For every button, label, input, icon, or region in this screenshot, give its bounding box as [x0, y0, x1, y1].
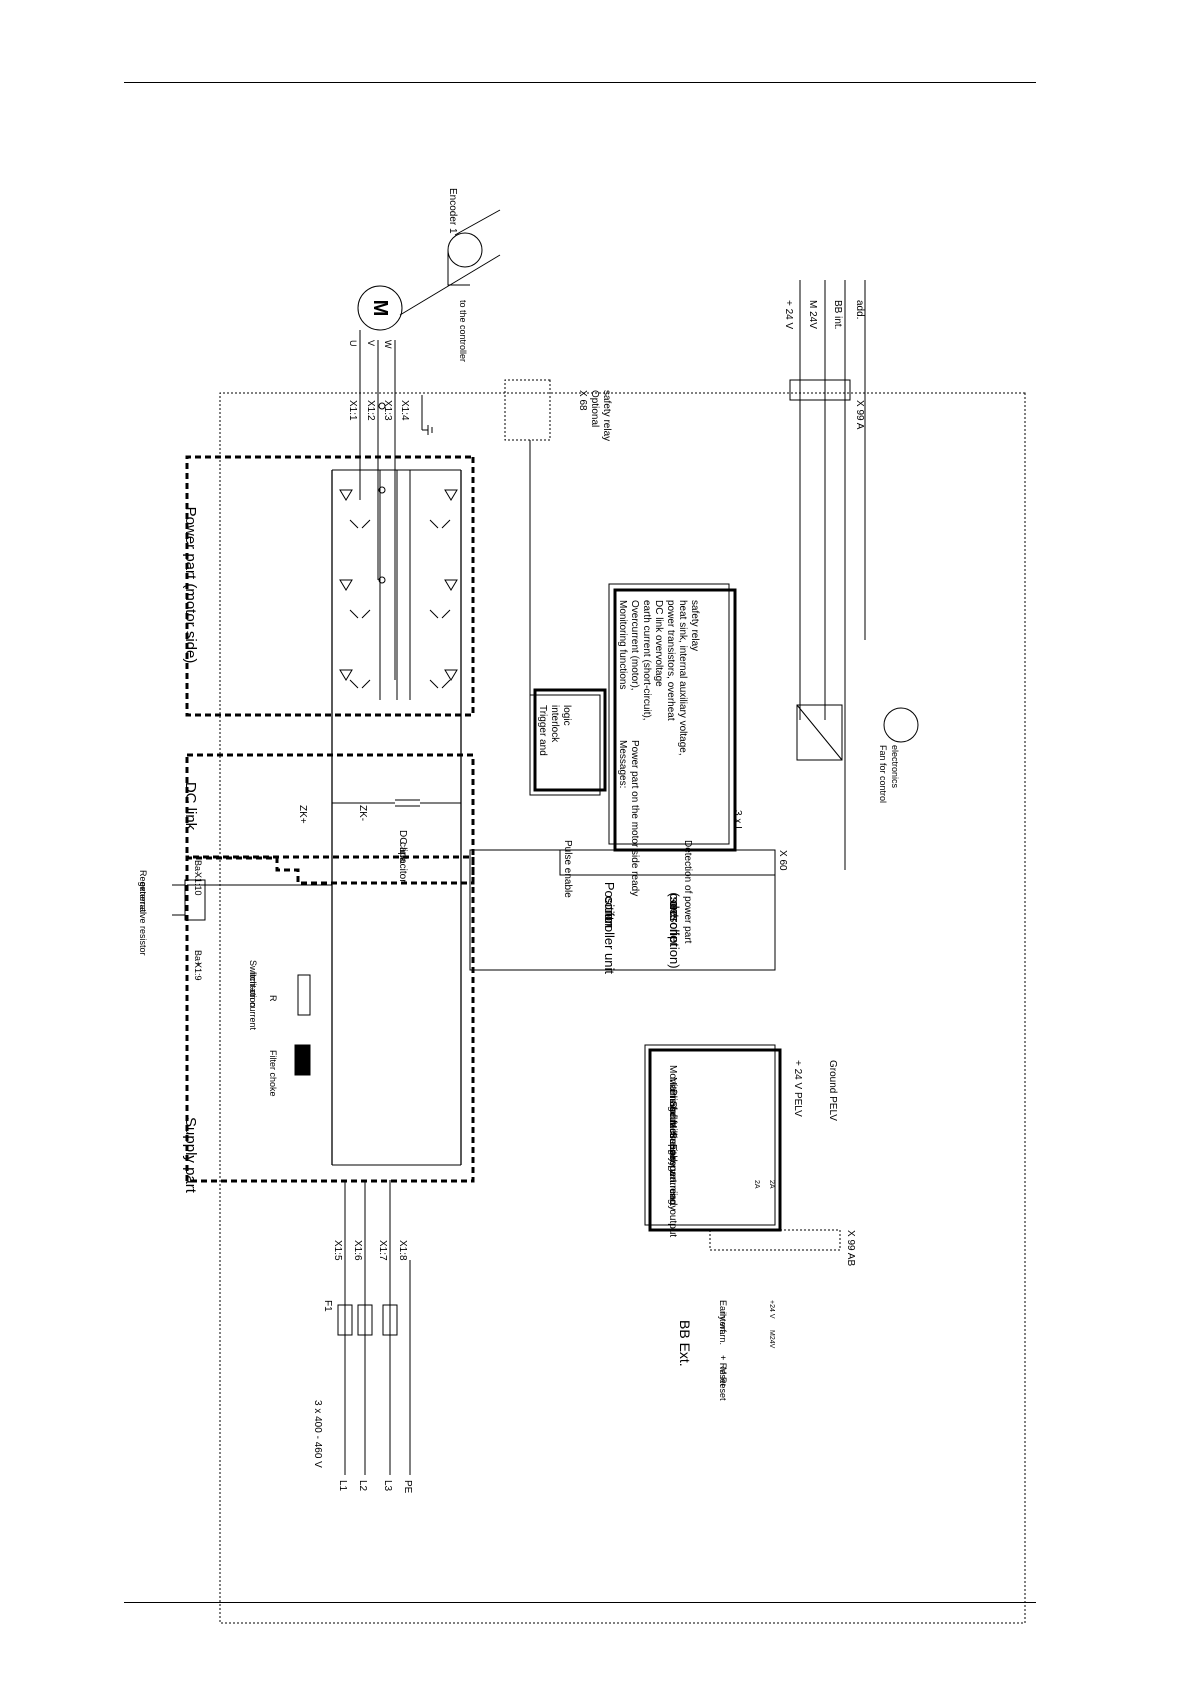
- term-x1-4: X1:4: [399, 400, 410, 421]
- ground-pelv: Ground PELV: [827, 1060, 838, 1121]
- term-x1-5: X1:5: [332, 1240, 343, 1261]
- regen-label-1: Regenerative resistor: [138, 870, 148, 956]
- l2: L2: [357, 1480, 368, 1492]
- sup-mon-title: Monitoring functions: [667, 1065, 678, 1155]
- x60-label: X 60: [777, 850, 788, 871]
- dc-link-title: DC link: [182, 782, 199, 831]
- encoder-label: Encoder 1: [447, 188, 458, 234]
- fan-label-1: Fan for control: [878, 745, 888, 803]
- switch-on-2: limitation: [248, 972, 258, 1008]
- power-part-box: [185, 455, 475, 717]
- x99ab-label: X 99 AB: [845, 1230, 856, 1266]
- filter-choke: Filter choke: [268, 1050, 278, 1097]
- mon-item-4: power transistors, overheat: [665, 600, 676, 721]
- mon-item-6: safety relay: [689, 600, 700, 651]
- unit-outline: [219, 392, 1026, 1624]
- sup-msg-title: Messages: [667, 1120, 678, 1166]
- term-x1-1: X1:1: [347, 400, 358, 421]
- phase-w: W: [383, 340, 393, 349]
- i-ist-label: 3 x I: [732, 810, 743, 829]
- trigger-2: interlock: [549, 705, 560, 743]
- reset-plus: + Reset: [718, 1355, 728, 1387]
- sup-mon-2: Phase failure: [667, 1089, 678, 1148]
- term-x1-8: X1:8: [397, 1240, 408, 1261]
- detection-label: Detection of power part: [682, 840, 693, 944]
- l3: L3: [382, 1480, 393, 1492]
- zk-plus: ZK+: [297, 805, 308, 824]
- rail-bb-int: BB int.: [832, 300, 843, 329]
- amp-2a-2: 2A: [768, 1180, 775, 1189]
- mon-title: Monitoring functions: [617, 600, 628, 690]
- pulse-enable: Pulse enable: [562, 840, 573, 898]
- position-4: (see: [667, 892, 682, 917]
- dc-link-cap-2: capacitor: [397, 842, 408, 883]
- pelv-24: + 24 V PELV: [792, 1060, 803, 1117]
- mains-label: 3 x 400 - 460 V: [312, 1400, 323, 1468]
- safety-relay-label: safety relay: [601, 390, 612, 441]
- mon-item-2: earth current (short-circuit),: [641, 600, 652, 721]
- msg-title: Messages:: [617, 740, 628, 788]
- power-part-title: Power part (motor side): [182, 507, 199, 664]
- switch-on-1: Switch-on current: [248, 960, 258, 1031]
- pe: PE: [402, 1480, 413, 1494]
- position-6: description): [667, 901, 682, 968]
- x68-label: X 68: [577, 390, 588, 411]
- optional-label: Optional: [589, 390, 600, 427]
- fuse-f1: F1: [322, 1300, 333, 1312]
- sup-msg-1: Supply part ready: [667, 1132, 678, 1210]
- position-3: controller unit: [602, 896, 617, 974]
- inverter-bridge: [339, 469, 461, 700]
- supply-part-box: [185, 855, 475, 1183]
- mon-item-1: Overcurrent (motor),: [629, 600, 640, 691]
- term-x1-6: X1:6: [352, 1240, 363, 1261]
- sup-mon-3: Short-circuit regen. circ. output: [667, 1101, 678, 1237]
- term-x1-2: X1:2: [365, 400, 376, 421]
- ba-minus: Ba-: [193, 860, 203, 874]
- term-x1-3: X1:3: [382, 400, 393, 421]
- msg-item-1: Power part on the motor side ready: [629, 740, 640, 896]
- rail-m-24v: M 24V: [807, 300, 818, 329]
- phase-u: U: [348, 340, 358, 347]
- term-x1-7: X1:7: [377, 1240, 388, 1261]
- sup-msg-2: Early warning: [667, 1144, 678, 1205]
- motor-symbol: M: [369, 300, 391, 317]
- bb-ext: BB Ext.: [677, 1320, 693, 1367]
- dc-link-cap-1: DC link: [397, 830, 408, 863]
- regen-label-2: external: [138, 882, 148, 914]
- bottom-rule: [124, 1602, 1036, 1603]
- reset-minus: M Reset: [718, 1367, 728, 1401]
- top-rule: [124, 82, 1036, 83]
- trigger-1: Trigger and: [537, 705, 548, 756]
- mon-item-5: heat sink, internal auxiliary voltage,: [677, 600, 688, 756]
- early-warn-2: interf.: [718, 1312, 728, 1335]
- zk-minus: ZK-: [357, 805, 368, 821]
- trigger-3: logic: [561, 705, 572, 726]
- mon-item-3: DC link overvoltage: [653, 600, 664, 687]
- rail-add: add.: [854, 300, 865, 319]
- rail-plus-24v: + 24 V: [783, 300, 794, 330]
- x99a-label: X 99 A: [854, 400, 865, 430]
- v24-small: +24 V: [768, 1300, 775, 1319]
- fan-label-2: electronics: [890, 745, 900, 789]
- sup-mon-1: Mains failure: [667, 1077, 678, 1134]
- term-x1-9: X1:9: [193, 962, 203, 981]
- term-x1-10: X1:10: [193, 872, 203, 896]
- position-5: controller: [667, 893, 682, 947]
- m24v-small: M24V: [768, 1330, 775, 1349]
- position-2: for: [602, 912, 617, 928]
- ba-plus: Ba+: [193, 950, 203, 966]
- supply-part-title: Supply part: [182, 1117, 199, 1194]
- to-controller-label: to the controller: [458, 300, 468, 362]
- amp-2a-1: 2A: [753, 1180, 760, 1189]
- phase-v: V: [366, 340, 376, 346]
- r-load: R: [268, 995, 278, 1002]
- dc-link-box: [185, 753, 475, 885]
- position-1: Position: [602, 882, 617, 928]
- early-warn-1: Early warn.: [718, 1300, 728, 1345]
- l1: L1: [337, 1480, 348, 1492]
